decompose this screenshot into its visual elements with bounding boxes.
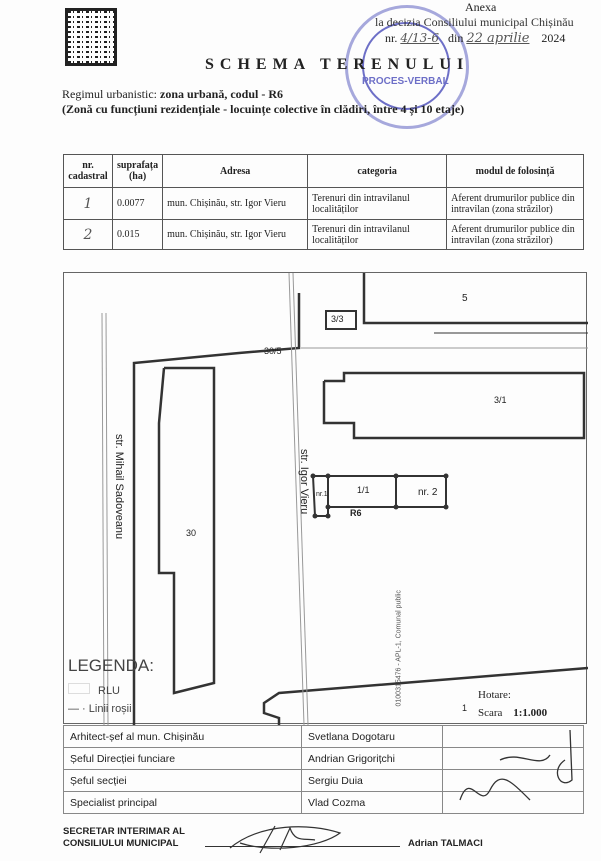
person-name: Vlad Cozma bbox=[301, 791, 443, 814]
cadastral-code-label: 0100315476 - APL-1, Comunal public bbox=[395, 590, 403, 707]
qr-code bbox=[65, 8, 117, 66]
building-3-1 bbox=[322, 371, 586, 440]
legend-title: LEGENDA: bbox=[68, 656, 154, 675]
street-label-sadoveanu: str. Mihail Sadoveanu bbox=[113, 434, 125, 540]
person-name: Sergiu Duia bbox=[301, 769, 443, 792]
parcels-1-2 bbox=[312, 475, 447, 517]
nr-label: nr. bbox=[385, 31, 398, 45]
table-row: 2 0.015 mun. Chișinău, str. Igor Vieru T… bbox=[63, 219, 584, 250]
cell-adresa: mun. Chișinău, str. Igor Vieru bbox=[162, 219, 309, 250]
col-categoria: categoria bbox=[307, 154, 448, 188]
person-name: Svetlana Dogotaru bbox=[301, 725, 443, 748]
parcel-30-5-boundary bbox=[132, 293, 301, 725]
secretar-name: Adrian TALMACI bbox=[408, 838, 483, 849]
label-parcel-3-3: 3/3 bbox=[331, 314, 344, 324]
regim-label: Regimul urbanistic: bbox=[62, 87, 157, 101]
label-nr2: nr. 2 bbox=[418, 487, 438, 498]
parcel-3-3 bbox=[325, 310, 357, 330]
street-igor-vieru-line bbox=[288, 273, 305, 725]
building-1 bbox=[262, 666, 588, 725]
decizia-label: la decizia Consiliului municipal Chișină… bbox=[375, 15, 574, 29]
street-sadoveanu-line bbox=[101, 312, 105, 725]
cell-modul: Aferent drumurilor publice din intravila… bbox=[446, 219, 584, 250]
din-label: din bbox=[447, 31, 464, 45]
scale-value: 1:1.000 bbox=[513, 707, 548, 719]
hotare-label: Hotare: bbox=[478, 689, 511, 701]
scale: Scara 1:1.000 bbox=[478, 707, 547, 719]
site-plan-map: 5 3/3 30/5 3/1 30 1/1 R6 nr.1 nr. 2 1 st… bbox=[63, 272, 588, 725]
table-header-row: nr. cadastral suprafața (ha) Adresa cate… bbox=[63, 154, 584, 188]
label-nr1: nr.1 bbox=[316, 491, 328, 498]
cell-categoria: Terenuri din intravilanul localităților bbox=[307, 187, 448, 220]
red-line-swatch: — · bbox=[68, 703, 89, 715]
role: Arhitect-șef al mun. Chișinău bbox=[63, 725, 302, 748]
role: Șeful Direcției funciare bbox=[63, 747, 302, 770]
cell-categoria: Terenuri din intravilanul localităților bbox=[307, 219, 448, 250]
cell-modul: Aferent drumurilor publice din intravila… bbox=[446, 187, 584, 220]
scale-label: Scara bbox=[478, 707, 503, 719]
handwritten-signatures bbox=[459, 730, 573, 801]
label-parcel-30: 30 bbox=[186, 528, 197, 538]
secretar-signature bbox=[229, 825, 342, 854]
label-parcel-1-1: 1/1 bbox=[357, 485, 370, 495]
secretar-title-line2: CONSILIULUI MUNICIPAL bbox=[63, 838, 179, 849]
person-name: Andrian Grigorițchi bbox=[301, 747, 443, 770]
col-modul: modul de folosință bbox=[446, 154, 584, 188]
regim-description: (Zonă cu funcțiuni rezidențiale - locuin… bbox=[62, 102, 465, 116]
date-handwritten: 22 aprilie bbox=[466, 31, 530, 46]
label-parcel-1: 1 bbox=[462, 703, 468, 713]
building-30 bbox=[157, 366, 216, 695]
legend-linii-label: Linii roșii bbox=[88, 703, 132, 715]
regim-urbanistic: Regimul urbanistic: zona urbană, codul -… bbox=[62, 87, 283, 102]
regim-value: zona urbană, codul - R6 bbox=[160, 87, 284, 101]
legend-rlu: RLU bbox=[68, 683, 120, 697]
cadastral-table: nr. cadastral suprafața (ha) Adresa cate… bbox=[63, 154, 584, 250]
decision-number: nr. 4/13-6 din 22 aprilie 2024 bbox=[385, 31, 565, 46]
rlu-swatch bbox=[68, 683, 90, 694]
official-stamp-inner bbox=[362, 22, 450, 110]
label-r6: R6 bbox=[350, 508, 362, 518]
page-title: SCHEMA TERENULUI bbox=[205, 56, 470, 73]
role: Specialist principal bbox=[63, 791, 302, 814]
secretar-title: SECRETAR INTERIMAR AL CONSILIULUI MUNICI… bbox=[63, 826, 185, 850]
col-suprafata: suprafața (ha) bbox=[111, 154, 164, 188]
table-row: 1 0.0077 mun. Chișinău, str. Igor Vieru … bbox=[63, 187, 584, 220]
year: 2024 bbox=[541, 31, 566, 45]
col-nr-cadastral: nr. cadastral bbox=[63, 154, 113, 188]
cell-suprafata: 0.015 bbox=[111, 219, 164, 250]
anexa-label: Anexa bbox=[465, 0, 497, 14]
label-parcel-3-1: 3/1 bbox=[494, 395, 507, 405]
street-label-igor-vieru: str. Igor Vieru bbox=[298, 449, 310, 515]
cell-nr: 1 bbox=[63, 187, 113, 220]
map-drawing bbox=[101, 273, 588, 725]
cell-suprafata: 0.0077 bbox=[111, 187, 164, 220]
cell-adresa: mun. Chișinău, str. Igor Vieru bbox=[162, 187, 309, 220]
col-adresa: Adresa bbox=[162, 154, 309, 188]
signature-cell bbox=[442, 791, 584, 814]
label-parcel-5: 5 bbox=[462, 293, 468, 304]
cell-nr: 2 bbox=[63, 219, 113, 250]
legend-rlu-label: RLU bbox=[98, 685, 121, 697]
secretar-title-line1: SECRETAR INTERIMAR AL bbox=[63, 826, 185, 837]
official-stamp bbox=[345, 5, 469, 129]
parcel-5-boundary bbox=[362, 273, 588, 325]
role: Șeful secției bbox=[63, 769, 302, 792]
label-parcel-30-5: 30/5 bbox=[264, 346, 282, 356]
stamp-text: PROCES-VERBAL bbox=[362, 76, 449, 87]
nr-value: 4/13-6 bbox=[400, 31, 439, 45]
legend-linii-rosii: — · Linii roșii bbox=[68, 703, 132, 715]
